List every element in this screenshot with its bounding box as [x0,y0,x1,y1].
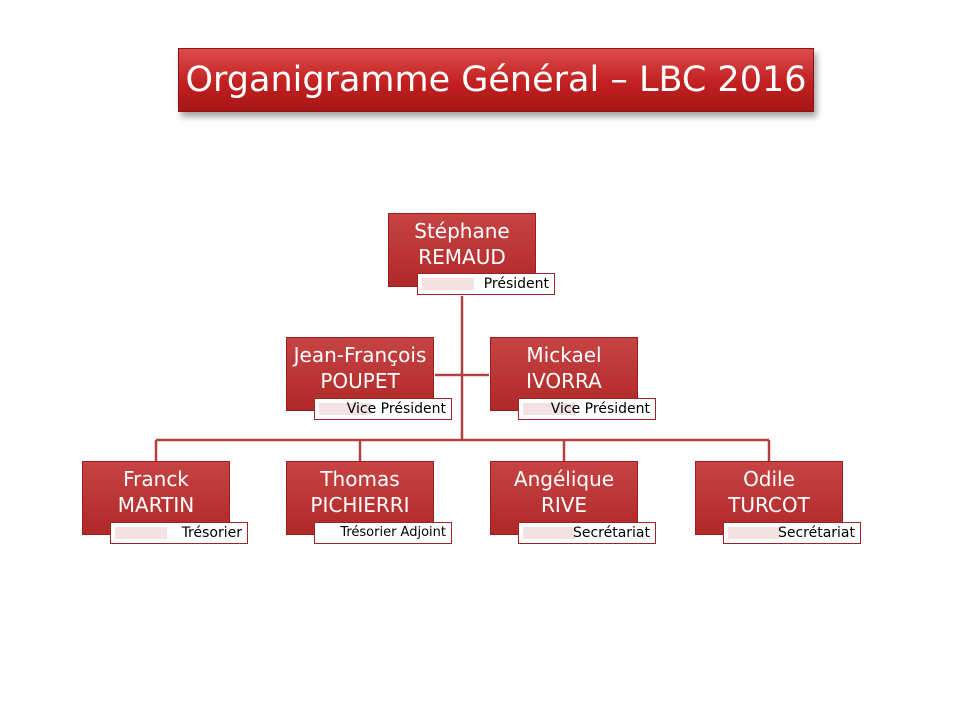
person-last-name: PICHIERRI [310,493,410,517]
role-label-vice-president-2: Vice Président [518,398,656,420]
role-label-secretary-1: Secrétariat [518,522,656,544]
person-first-name: Thomas [320,467,400,491]
role-text: Trésorier [181,525,242,541]
role-label-treasurer: Trésorier [110,522,248,544]
role-text: Trésorier Adjoint [340,525,446,540]
role-text: Secrétariat [777,525,855,541]
person-first-name: Franck [123,467,189,491]
person-first-name: Jean-François [293,343,427,367]
person-last-name: MARTIN [117,493,195,517]
person-last-name: RIVE [540,493,588,517]
role-text: Vice Président [346,401,446,417]
role-text: Secrétariat [572,525,650,541]
person-first-name: Mickael [526,343,602,367]
role-label-president: Président [417,273,555,295]
person-last-name: IVORRA [526,369,602,393]
person-last-name: POUPET [320,369,400,393]
person-first-name: Stéphane [414,219,510,243]
chart-title: Organigramme Général – LBC 2016 [178,48,814,112]
role-label-vice-president-1: Vice Président [314,398,452,420]
person-last-name: REMAUD [418,245,506,269]
person-first-name: Odile [743,467,795,491]
role-text: Vice Président [550,401,650,417]
role-label-secretary-2: Secrétariat [723,522,861,544]
person-first-name: Angélique [513,467,615,491]
role-label-assistant-treasurer: Trésorier Adjoint [314,522,452,544]
role-text: Président [483,276,549,292]
person-last-name: TURCOT [728,493,810,517]
